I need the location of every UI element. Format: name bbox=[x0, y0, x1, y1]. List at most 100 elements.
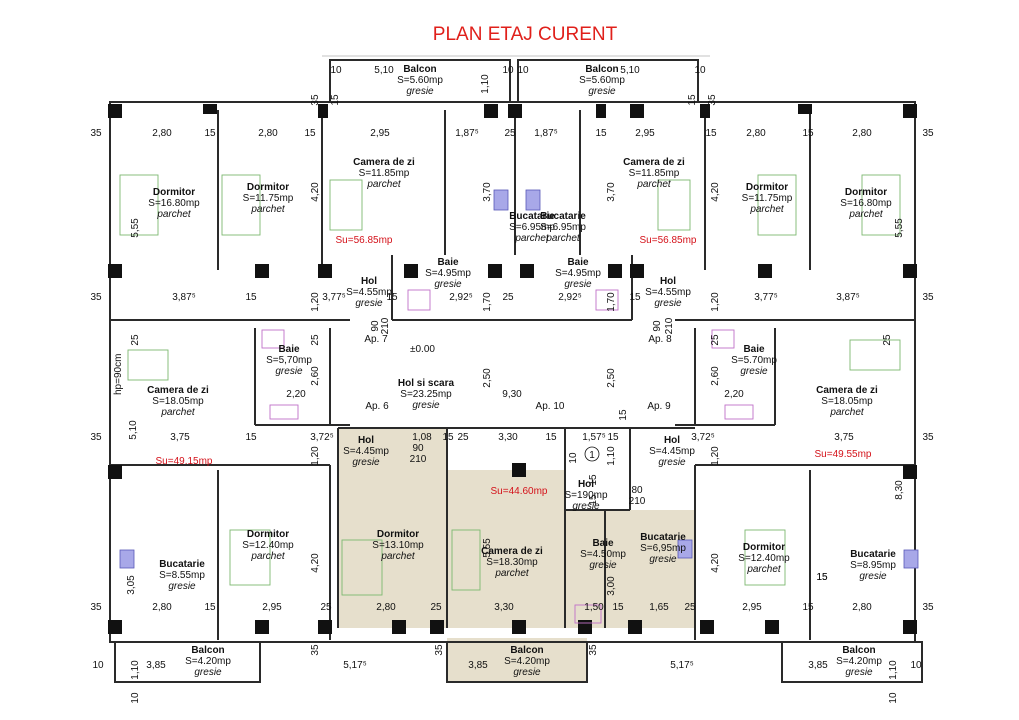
area-total: Su=49.55mp bbox=[815, 449, 872, 460]
dimension-label: 15 bbox=[607, 432, 619, 443]
dimension-label: 35 bbox=[90, 292, 102, 303]
room-area: S=12.40mp bbox=[738, 553, 790, 564]
plan-title: PLAN ETAJ CURENT bbox=[433, 24, 618, 45]
dimension-label: 3,77⁵ bbox=[322, 292, 346, 303]
room-area: S=5,70mp bbox=[266, 355, 312, 366]
dimension-label: 3,30 bbox=[494, 602, 514, 613]
dimension-label: 1,70 bbox=[482, 292, 493, 312]
room-area: S=190mp bbox=[564, 490, 608, 501]
dimension-label: 15 bbox=[629, 292, 641, 303]
room-labels: BalconS=5.60mpgresieBalconS=5.60mpgresie… bbox=[147, 64, 896, 678]
dimension-label: 3,70 bbox=[606, 182, 617, 202]
dimension-label: 1,10 bbox=[480, 74, 491, 94]
dimension-label: 210 bbox=[664, 317, 675, 334]
room-area: S=23.25mp bbox=[400, 389, 452, 400]
room-name: Balcon bbox=[403, 64, 436, 75]
dimension-label: 10 bbox=[502, 65, 514, 76]
room-name: Bucatarie bbox=[850, 549, 896, 560]
room-area: S=4.20mp bbox=[185, 656, 231, 667]
sanitary-symbols bbox=[261, 289, 754, 624]
room-finish: gresie bbox=[589, 560, 617, 571]
apartment-label: Ap. 6 bbox=[365, 401, 389, 412]
dimension-label: 4,20 bbox=[710, 182, 721, 202]
room-finish: parchet bbox=[636, 179, 672, 190]
room-finish: parchet bbox=[848, 209, 884, 220]
room-area: S=4.20mp bbox=[504, 656, 550, 667]
room-finish: gresie bbox=[275, 366, 303, 377]
room-name: Camera de zi bbox=[623, 157, 685, 168]
dimension-label: 90 bbox=[412, 443, 424, 454]
dimension-label: 1,20 bbox=[310, 292, 321, 312]
dimension-label: 2,20 bbox=[286, 389, 306, 400]
room-finish: parchet bbox=[380, 551, 416, 562]
dimension-label: 15 bbox=[245, 432, 257, 443]
dimension-label: 1,10 bbox=[606, 446, 617, 466]
room-area: S=16.80mp bbox=[840, 198, 892, 209]
dimension-label: 35 bbox=[707, 94, 718, 106]
dimension-label: 10 bbox=[694, 65, 706, 76]
dimension-label: 3,75 bbox=[834, 432, 854, 443]
dimension-label: 1,57⁵ bbox=[582, 432, 606, 443]
room-area: S=8.55mp bbox=[159, 570, 205, 581]
dimension-label: 15 bbox=[705, 128, 717, 139]
dimension-label: 2,80 bbox=[152, 128, 172, 139]
dimension-label: 2,80 bbox=[746, 128, 766, 139]
dimension-label: 1,10 bbox=[130, 660, 141, 680]
dimension-label: 1,87⁵ bbox=[534, 128, 558, 139]
dimension-label: 1,50 bbox=[584, 602, 604, 613]
dimension-label: 2,80 bbox=[376, 602, 396, 613]
dimension-label: 3,85 bbox=[468, 660, 488, 671]
dimension-label: 35 bbox=[90, 432, 102, 443]
dimension-label: 90 bbox=[370, 320, 381, 332]
room-area: S=18.05mp bbox=[152, 396, 204, 407]
dimension-label: 3,72⁵ bbox=[691, 432, 715, 443]
room-name: Hol bbox=[578, 479, 594, 490]
balcony-outline bbox=[329, 59, 511, 103]
room-name: Camera de zi bbox=[816, 385, 878, 396]
dimension-label: 15 bbox=[612, 602, 624, 613]
room-area: S=5.70mp bbox=[731, 355, 777, 366]
room-finish: parchet bbox=[366, 179, 402, 190]
room-finish: gresie bbox=[513, 667, 541, 678]
room-name: Dormitor bbox=[743, 542, 785, 553]
dimension-label: 15 bbox=[588, 474, 599, 486]
dimension-label: 2,20 bbox=[724, 389, 744, 400]
dimension-label: 25 bbox=[310, 334, 321, 346]
room-area: S=18.05mp bbox=[821, 396, 873, 407]
room-finish: parchet bbox=[160, 407, 196, 418]
dimension-label: 1,10 bbox=[888, 660, 899, 680]
dimension-label: 35 bbox=[922, 292, 934, 303]
dimension-label: 15 bbox=[802, 128, 814, 139]
dimension-label: 2,80 bbox=[852, 602, 872, 613]
dimension-label: 3,00 bbox=[606, 576, 617, 596]
dimension-label: 210 bbox=[629, 496, 646, 507]
dimension-label: 1,65 bbox=[649, 602, 669, 613]
room-name: Baie bbox=[743, 344, 765, 355]
room-finish: gresie bbox=[194, 667, 222, 678]
dimension-label: 10 bbox=[568, 452, 579, 464]
room-name: Hol bbox=[358, 435, 374, 446]
dimension-label: 25 bbox=[684, 602, 696, 613]
room-finish: gresie bbox=[406, 86, 434, 97]
apartment-label: Ap. 8 bbox=[648, 334, 672, 345]
dimension-label: 2,80 bbox=[152, 602, 172, 613]
dimension-label: 15 bbox=[802, 602, 814, 613]
dimension-label: 2,95 bbox=[742, 602, 762, 613]
room-name: Balcon bbox=[842, 645, 875, 656]
dimension-label: 1,87⁵ bbox=[455, 128, 479, 139]
dimension-label: 2,95 bbox=[635, 128, 655, 139]
dimension-label: 10 bbox=[330, 65, 342, 76]
room-finish: parchet bbox=[156, 209, 192, 220]
room-area: S=6.95mp bbox=[540, 222, 586, 233]
room-name: Hol si scara bbox=[398, 378, 455, 389]
dimension-label: 3,87⁵ bbox=[836, 292, 860, 303]
dimension-label: 90 bbox=[652, 320, 663, 332]
dimension-label: 15 bbox=[588, 494, 599, 506]
room-finish: parchet bbox=[494, 568, 530, 579]
dimension-label: 15 bbox=[386, 292, 398, 303]
height-note: hp=90cm bbox=[113, 354, 124, 395]
room-finish: gresie bbox=[588, 86, 616, 97]
dimension-label: 15 bbox=[687, 94, 698, 106]
dimension-label: 2,50 bbox=[482, 368, 493, 388]
balcony-outline bbox=[114, 641, 261, 683]
